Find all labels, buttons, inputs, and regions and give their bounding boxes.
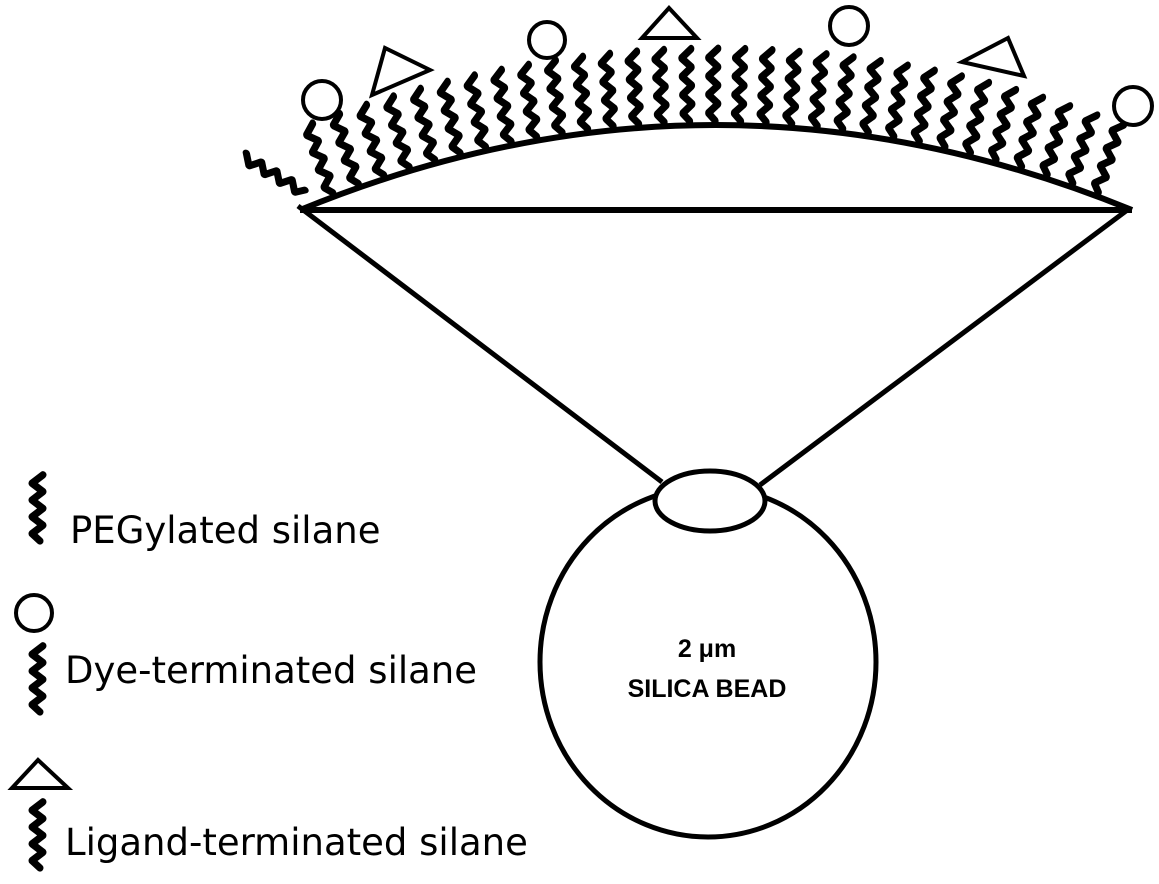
peg-chain <box>938 74 962 147</box>
peg-chain <box>654 50 667 123</box>
dye-head-icon <box>303 81 341 119</box>
bead-name-label: SILICA BEAD <box>628 675 787 703</box>
peg-chain <box>465 75 489 148</box>
peg-chain <box>241 153 306 196</box>
surface-heads <box>303 7 1152 125</box>
legend-label-dye: Dye-terminated silane <box>65 649 477 692</box>
dye-silane-icon <box>16 595 52 712</box>
legend-label-peg: PEGylated silane <box>70 509 380 552</box>
ligand-head-icon <box>642 8 697 38</box>
peg-chain <box>989 88 1016 161</box>
peg-chain <box>708 49 718 121</box>
dye-head-icon <box>529 22 565 58</box>
zoom-spot <box>655 471 765 531</box>
peg-chain <box>1066 112 1097 184</box>
peg-chain <box>519 65 540 138</box>
peg-chain <box>681 49 692 122</box>
peg-chain <box>759 50 772 123</box>
zoom-line-right <box>760 208 1130 485</box>
ligand-silane-icon <box>12 760 68 868</box>
peg-chain <box>887 64 908 137</box>
peg-chain <box>810 53 826 126</box>
ligand-head-icon <box>962 38 1024 76</box>
peg-chain <box>627 51 642 124</box>
peg-chain <box>785 51 800 124</box>
bead-size-label: 2 μm <box>678 635 736 663</box>
dye-head-icon <box>1114 87 1152 125</box>
peg-chain <box>573 57 591 130</box>
peg-chain <box>303 123 335 195</box>
peg-chain <box>384 96 412 169</box>
legend-label-ligand: Ligand-terminated silane <box>65 821 528 864</box>
peg-chain <box>836 56 854 129</box>
peg-chain <box>411 89 438 162</box>
peg-chain <box>1041 103 1070 175</box>
peg-chain <box>492 70 514 143</box>
dye-head-icon <box>830 7 868 45</box>
peg-chain <box>330 114 361 186</box>
peg-chain <box>600 54 616 127</box>
legend: PEGylated silane Dye-terminated silane L… <box>12 475 528 868</box>
peg-chain <box>1092 122 1124 194</box>
zoom-line-left <box>298 206 662 482</box>
peg-silane-icon <box>32 475 43 541</box>
peg-chain <box>734 49 745 122</box>
peg-chain <box>913 69 935 142</box>
peg-chain <box>964 81 989 154</box>
peg-chain <box>546 60 565 133</box>
peg-chain <box>357 105 386 177</box>
peg-chain <box>1015 95 1043 168</box>
peg-chain <box>438 82 463 155</box>
peg-chain <box>862 60 881 133</box>
